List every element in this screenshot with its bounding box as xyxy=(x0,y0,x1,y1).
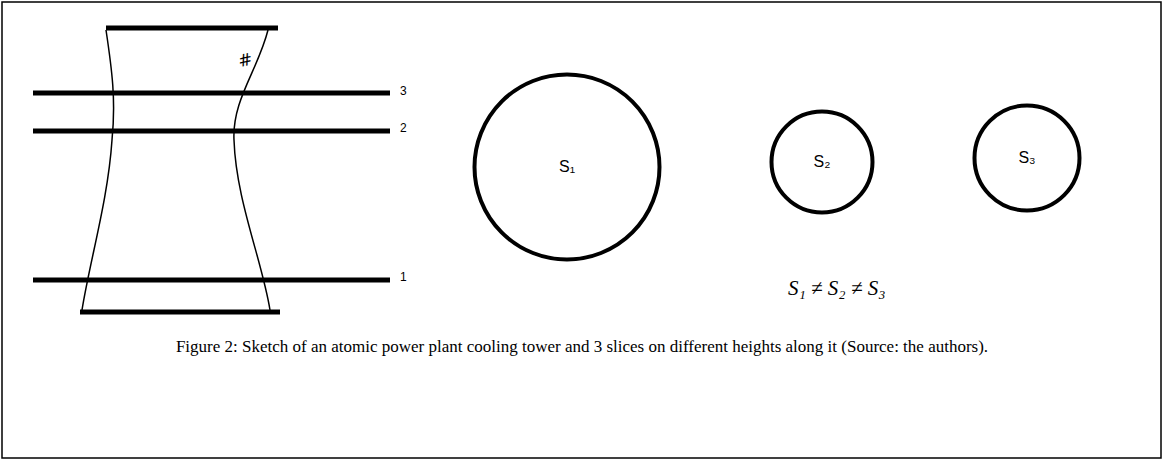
tower-wall xyxy=(82,30,114,310)
slice-circle: S₂ xyxy=(769,109,875,215)
slice-line xyxy=(33,91,390,96)
circle-outline xyxy=(975,106,1080,211)
tower-base xyxy=(80,310,280,315)
slice-label: S₁ xyxy=(559,158,575,176)
slice-line xyxy=(33,129,390,134)
circle-outline xyxy=(772,112,873,213)
tower-top xyxy=(106,26,278,31)
figure-caption: Figure 2: Sketch of an atomic power plan… xyxy=(150,332,1014,362)
slice-number: 1 xyxy=(400,270,407,284)
circle-outline xyxy=(475,75,660,260)
slice-label: S₂ xyxy=(814,153,831,171)
slice-number: 3 xyxy=(400,84,407,98)
slice-circle: S₃ xyxy=(972,103,1082,213)
slice-number: 2 xyxy=(400,121,407,135)
hatch-mark: # xyxy=(236,49,254,72)
slice-line xyxy=(33,278,390,283)
slice-label: S₃ xyxy=(1018,149,1035,167)
area-inequality: S₁ ≠ S₂ ≠ S₃ xyxy=(788,276,885,301)
tower-wall xyxy=(234,30,270,310)
slice-circle: S₁ xyxy=(472,72,662,262)
